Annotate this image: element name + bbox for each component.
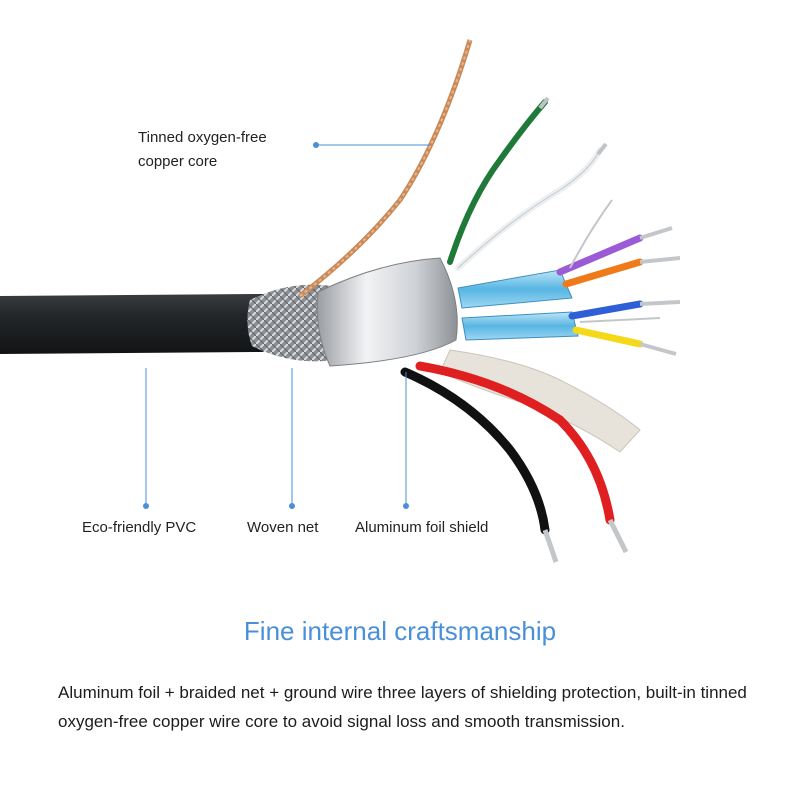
- yellow-wire: [572, 326, 644, 348]
- cable-cross-section-illustration: [0, 39, 681, 563]
- orange-wire: [562, 258, 644, 288]
- shielded-pair-upper: [457, 269, 573, 309]
- callout-label-foil-shield: Aluminum foil shield: [355, 519, 489, 536]
- callout-label-woven-net: Woven net: [247, 519, 319, 536]
- green-wire: [447, 99, 548, 265]
- copper-core-wire: [298, 39, 473, 298]
- callout-dot-pvc: [143, 503, 149, 509]
- pvc-jacket: [0, 294, 266, 354]
- headline: Fine internal craftsmanship: [243, 616, 557, 646]
- callout-dot-woven: [289, 503, 295, 509]
- callout-dot-foil: [403, 503, 409, 509]
- callout-dot-core: [313, 142, 319, 148]
- black-wire: [400, 367, 550, 535]
- cotton-filler: [439, 349, 641, 453]
- callout-label-copper-core: Tinned oxygen-free copper core: [138, 129, 267, 170]
- blue-wire: [568, 300, 644, 320]
- woven-net-layer: [247, 284, 336, 362]
- red-wire: [415, 361, 615, 525]
- purple-wire: [556, 234, 644, 276]
- description-text: Aluminum foil + braided net + ground wir…: [58, 683, 747, 731]
- callout-label-pvc: Eco-friendly PVC: [82, 519, 197, 536]
- shielded-pair-lower: [461, 311, 579, 341]
- aluminum-foil-layer: [316, 257, 458, 367]
